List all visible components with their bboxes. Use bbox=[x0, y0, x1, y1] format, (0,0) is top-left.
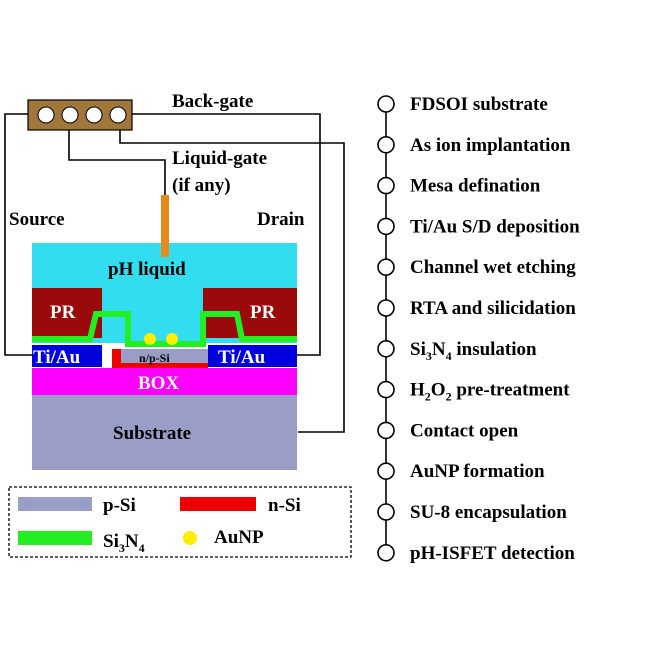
step-marker bbox=[377, 95, 395, 113]
step-marker bbox=[377, 421, 395, 440]
legend-label-aunp: AuNP bbox=[214, 527, 264, 548]
step-marker bbox=[377, 299, 395, 317]
legend-border bbox=[8, 486, 352, 558]
step-label: As ion implantation bbox=[410, 135, 571, 156]
ph-liquid-label: pH liquid bbox=[108, 259, 186, 280]
step-label: Ti/Au S/D deposition bbox=[410, 216, 580, 237]
box-layer bbox=[32, 368, 297, 395]
channel-region bbox=[121, 349, 208, 363]
step-label: SU-8 encapsulation bbox=[410, 502, 567, 523]
drain-wire bbox=[130, 113, 321, 356]
aunp-2 bbox=[166, 333, 178, 345]
step-marker bbox=[377, 258, 395, 277]
step-label: FDSOI substrate bbox=[410, 94, 548, 115]
box-label: BOX bbox=[138, 373, 179, 394]
substrate-label: Substrate bbox=[113, 423, 191, 444]
legend-label-n-si: n-Si bbox=[268, 495, 301, 516]
drain-label: Drain bbox=[257, 209, 305, 230]
step-marker bbox=[377, 503, 395, 521]
ti-au-right-label: Ti/Au bbox=[218, 347, 266, 368]
legend-swatch-n-si bbox=[180, 497, 256, 511]
terminal-1 bbox=[37, 106, 55, 124]
back-gate-wire bbox=[119, 124, 345, 433]
source-wire bbox=[4, 113, 32, 356]
source-label: Source bbox=[9, 209, 65, 230]
device-cross-section bbox=[32, 195, 297, 470]
liquid-gate-electrode bbox=[161, 195, 169, 257]
legend-label-p-si: p-Si bbox=[103, 495, 136, 516]
legend: p-Si n-Si Si3N4 AuNP bbox=[8, 486, 352, 558]
terminal-2 bbox=[61, 106, 79, 124]
terminal-3 bbox=[85, 106, 103, 124]
wiring bbox=[4, 113, 345, 433]
step-marker bbox=[377, 462, 395, 481]
terminal-4 bbox=[109, 106, 127, 124]
pr-left-label: PR bbox=[50, 302, 76, 323]
step-marker bbox=[377, 136, 395, 154]
liquid-gate-note: (if any) bbox=[172, 175, 231, 196]
legend-label-si3n4: Si3N4 bbox=[103, 531, 145, 555]
step-marker bbox=[377, 380, 395, 399]
step-label: Mesa defination bbox=[410, 176, 541, 197]
liquid-gate-label: Liquid-gate bbox=[172, 148, 267, 169]
step-marker bbox=[377, 176, 395, 195]
legend-swatch-p-si bbox=[18, 497, 92, 511]
step-label: H2O2 pre-treatment bbox=[410, 380, 570, 404]
pr-right-label: PR bbox=[250, 302, 276, 323]
substrate-layer bbox=[32, 395, 297, 470]
step-label: pH-ISFET detection bbox=[410, 543, 575, 564]
step-label: RTA and silicidation bbox=[410, 298, 576, 319]
ti-au-left bbox=[32, 345, 102, 367]
step-marker bbox=[377, 339, 395, 358]
step-marker bbox=[377, 217, 395, 236]
step-marker bbox=[377, 543, 395, 562]
step-label: Si3N4 insulation bbox=[410, 339, 537, 363]
step-label: Contact open bbox=[410, 420, 519, 441]
ti-au-right bbox=[208, 345, 297, 367]
step-label: Channel wet etching bbox=[410, 257, 576, 278]
step-label: AuNP formation bbox=[410, 461, 545, 482]
back-gate-label: Back-gate bbox=[172, 91, 253, 112]
channel-label: n/p-Si bbox=[139, 351, 170, 365]
aunp-1 bbox=[144, 333, 156, 345]
legend-swatch-aunp bbox=[183, 531, 197, 545]
legend-swatch-si3n4 bbox=[18, 531, 92, 545]
ti-au-left-label: Ti/Au bbox=[33, 347, 81, 368]
back-gate-connector bbox=[27, 99, 133, 131]
si3n4-layer bbox=[32, 311, 297, 347]
liquid-gate-wire bbox=[68, 130, 166, 195]
